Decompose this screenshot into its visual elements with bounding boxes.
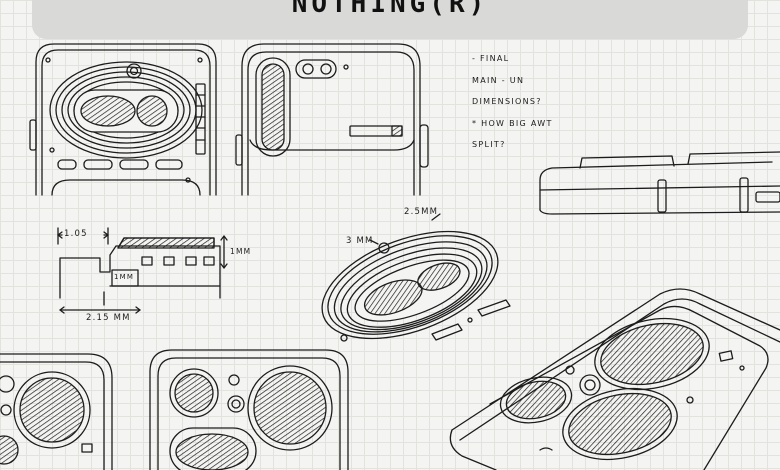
dimension-label-height-a: 1MM: [230, 247, 252, 256]
note-line: DIMENSIONS?: [472, 97, 542, 106]
phone-bottom-left-sketch: [0, 353, 113, 470]
side-profile-sketch: [539, 151, 780, 215]
brand-title: NOTHING(R): [291, 0, 489, 19]
dimension-label-inner: 1MM: [114, 273, 135, 281]
note-line: * HOW BIG AWT: [472, 118, 553, 128]
dimension-label-width-a: 1.05: [64, 229, 88, 239]
dimension-label-width-b: 2.15 MM: [86, 313, 131, 323]
dimension-label-ring-w: 2.5MM: [404, 207, 439, 217]
phone-back-sketch: [29, 43, 217, 196]
note-line: - FINAL: [472, 54, 510, 63]
phone-bottom-middle-sketch: [149, 349, 349, 470]
note-line: SPLIT?: [472, 140, 506, 149]
design-notes: - FINAL MAIN - UN DIMENSIONS? * HOW BIG …: [472, 54, 553, 162]
phone-iso-bottom-right-sketch: [449, 288, 780, 470]
phone-back-variant-sketch: [235, 43, 429, 196]
camera-module-iso-sketch: [321, 213, 511, 342]
dimension-label-ring-h: 3 MM: [346, 236, 374, 246]
dimension-section-sketch: [57, 227, 228, 314]
note-line: MAIN - UN: [472, 75, 525, 85]
title-banner: NOTHING(R): [32, 0, 748, 39]
